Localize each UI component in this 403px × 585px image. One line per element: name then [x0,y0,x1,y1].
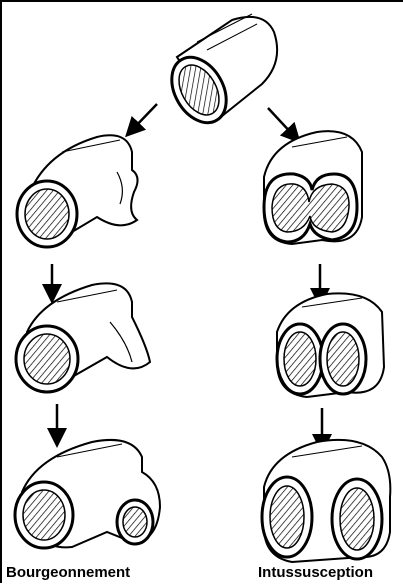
sprouting-stage-2 [16,283,150,392]
vessel-initial [161,14,277,132]
arrow-to-sprouting [132,104,157,130]
intussusception-stage-3 [262,440,390,562]
sprouting-stage-3 [15,440,160,548]
caption-intussusception: Intussusception [258,564,373,581]
caption-sprouting: Bourgeonnement [6,564,130,581]
sprouting-stage-1 [17,135,138,247]
intussusception-stage-1 [264,131,362,244]
intussusception-stage-2 [277,293,384,397]
arrow-to-intussusception [268,108,294,136]
